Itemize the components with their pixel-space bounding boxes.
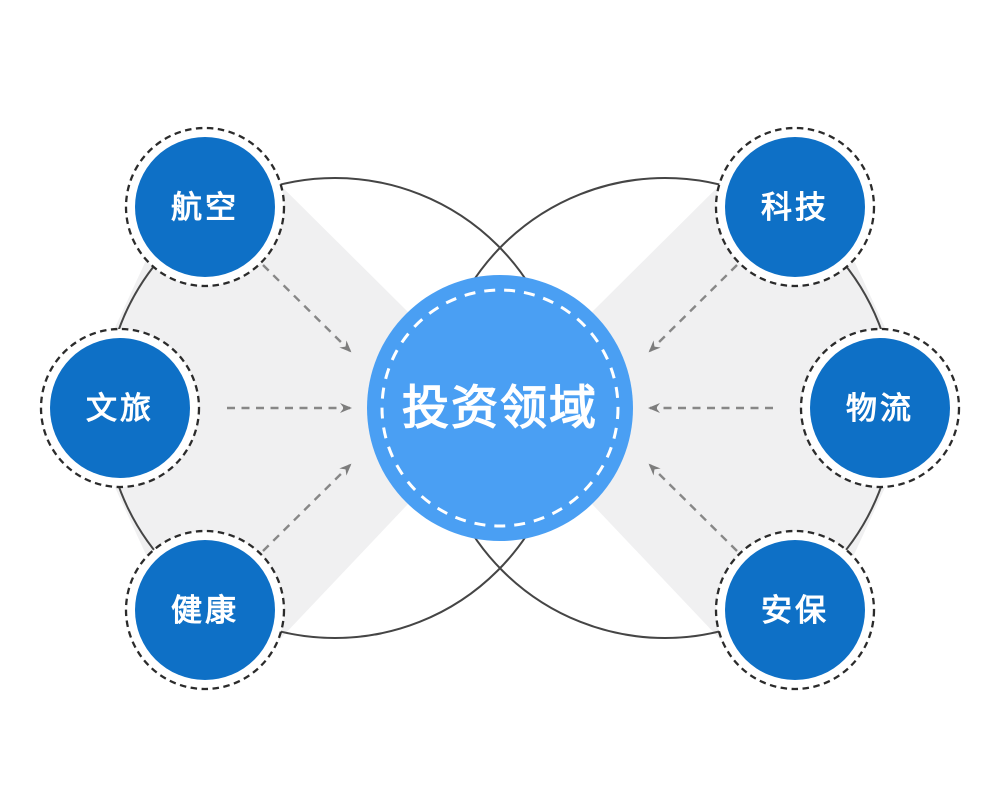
node-health-circle [135, 540, 275, 680]
center-label: 投资领域 [402, 381, 598, 434]
node-logistics-label: 物流 [846, 391, 914, 426]
node-security: 安保 [714, 529, 876, 691]
node-aviation-label: 航空 [171, 190, 239, 225]
node-aviation-circle [135, 137, 275, 277]
node-health: 健康 [124, 529, 286, 691]
center-circle [367, 275, 633, 541]
node-technology-circle [725, 137, 865, 277]
node-culture-tourism-label: 文旅 [86, 391, 154, 426]
node-health-label: 健康 [171, 593, 239, 628]
node-security-circle [725, 540, 865, 680]
node-aviation: 航空 [124, 126, 286, 288]
node-technology: 科技 [714, 126, 876, 288]
node-culture-tourism: 文旅 [39, 327, 201, 489]
center-dashed-ring [380, 288, 620, 528]
node-culture-tourism-circle [50, 338, 190, 478]
node-logistics: 物流 [799, 327, 961, 489]
node-logistics-circle [810, 338, 950, 478]
arrow-technology-to-center [648, 264, 738, 353]
arrow-aviation-to-center [262, 264, 352, 353]
center-node: 投资领域 [367, 275, 633, 541]
arrow-health-to-center [262, 463, 352, 552]
node-security-label: 安保 [761, 593, 829, 628]
arrow-security-to-center [648, 463, 738, 552]
arrows [227, 264, 773, 552]
node-technology-label: 科技 [761, 190, 829, 225]
